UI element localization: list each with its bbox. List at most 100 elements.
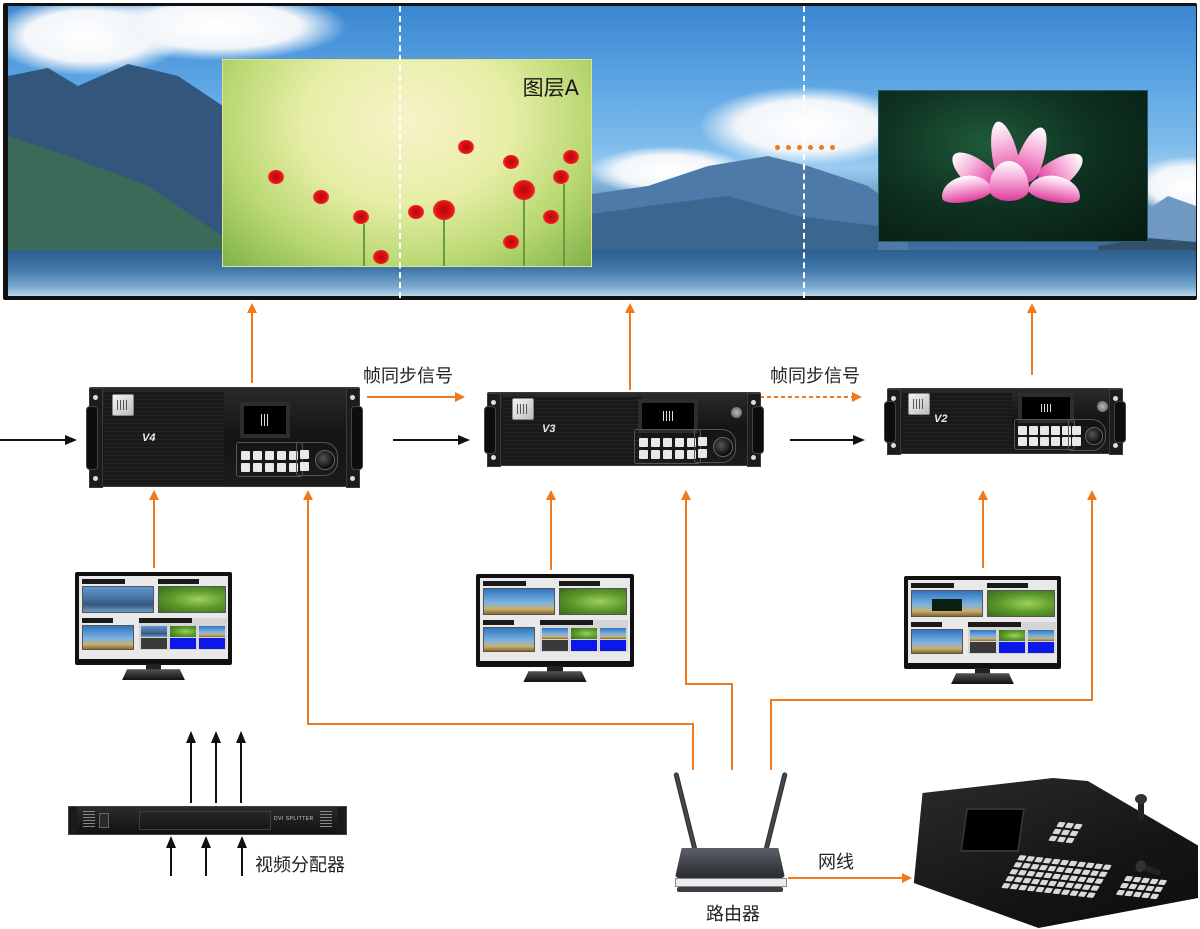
poppy	[313, 190, 329, 204]
menu-panel	[296, 442, 338, 476]
segment-divider	[803, 6, 805, 298]
continuation-dots	[775, 145, 835, 150]
rack-ear	[69, 807, 77, 834]
monitor-stand	[951, 673, 1014, 684]
poppy	[553, 170, 569, 184]
poppy	[433, 200, 455, 220]
processor-v2[interactable]: V2	[884, 388, 1126, 455]
thumb	[141, 638, 167, 649]
network-wire-v3	[681, 490, 733, 770]
menu-key[interactable]	[300, 450, 309, 459]
menu-key[interactable]	[698, 449, 707, 458]
pane-title	[483, 581, 527, 586]
thumb	[170, 626, 196, 637]
pane-title	[483, 620, 515, 625]
menu-key[interactable]	[1072, 426, 1081, 435]
menu-key[interactable]	[1072, 437, 1081, 446]
rack-handle	[884, 400, 896, 444]
pane-title	[82, 618, 114, 623]
preview-pane	[158, 586, 226, 613]
monitor-stand	[523, 671, 587, 682]
jog-knob[interactable]	[1085, 427, 1103, 445]
console-body	[913, 778, 1198, 928]
vent	[320, 811, 332, 829]
function-keypad[interactable]	[236, 442, 303, 477]
poppy	[353, 210, 369, 224]
menu-key[interactable]	[300, 462, 309, 471]
antenna	[763, 771, 788, 853]
poppy	[408, 205, 424, 219]
cloud	[88, 6, 348, 61]
thumb	[999, 630, 1025, 641]
video-splitter[interactable]: DVI SPLITTER	[68, 806, 347, 835]
rack-handle	[752, 405, 764, 455]
thumb	[970, 642, 996, 653]
processor-v3[interactable]: V3	[484, 392, 764, 467]
power-button[interactable]	[1097, 401, 1108, 412]
joystick[interactable]	[1135, 794, 1147, 820]
rack-ear	[338, 807, 346, 834]
sync-signal-label: 帧同步信号	[363, 366, 453, 387]
power-button[interactable]	[731, 407, 742, 418]
input-selected-pane	[82, 625, 134, 650]
lcd-display	[240, 402, 290, 438]
thumb	[199, 626, 225, 637]
lotus-petal	[989, 161, 1029, 201]
led-wall-screen: 图层A	[8, 6, 1196, 296]
router[interactable]	[673, 770, 788, 895]
pane-title	[968, 622, 1021, 627]
pane-title	[82, 579, 126, 584]
thumb	[571, 628, 597, 639]
network-wire-v4	[303, 490, 694, 770]
layer-a-label: 图层A	[522, 76, 579, 100]
router-front-panel	[675, 878, 787, 887]
model-label: V2	[934, 413, 948, 425]
router-base	[677, 887, 783, 892]
poppy	[563, 150, 579, 164]
thumb	[1028, 642, 1054, 653]
function-keypad[interactable]	[634, 429, 701, 464]
rack-handle	[484, 405, 496, 455]
lake-reflection	[8, 250, 1196, 296]
antenna	[673, 771, 698, 853]
menu-key[interactable]	[698, 437, 707, 446]
network-cable-label: 网线	[818, 852, 854, 873]
jog-knob[interactable]	[315, 450, 335, 470]
preview-pane	[987, 590, 1055, 617]
jog-knob[interactable]	[713, 437, 733, 457]
program-pane	[483, 588, 555, 615]
poppy	[268, 170, 284, 184]
poppy	[513, 180, 535, 200]
stem	[363, 224, 365, 266]
thumb	[571, 640, 597, 651]
thumb	[600, 640, 626, 651]
layer-a-window: 图层A	[222, 59, 592, 267]
splitter-brand: DVI SPLITTER	[274, 816, 314, 822]
processor-v4[interactable]: V4	[86, 387, 363, 488]
input-selected-pane	[911, 629, 963, 654]
vent	[83, 811, 95, 829]
function-keypad[interactable]	[1014, 419, 1075, 450]
pane-title	[540, 620, 593, 625]
splitter-label: 视频分配器	[255, 855, 345, 876]
poppy	[373, 250, 389, 264]
brand-logo	[512, 398, 534, 420]
brand-logo	[112, 394, 134, 416]
preview-monitor-v3	[476, 574, 634, 682]
mountain-range	[8, 64, 1196, 256]
control-console[interactable]	[908, 778, 1200, 928]
lcd-display	[638, 399, 698, 433]
stem	[443, 220, 445, 266]
power-switch[interactable]	[99, 813, 109, 828]
thumb	[542, 628, 568, 639]
pane-title	[911, 583, 955, 588]
network-wire-v2	[770, 490, 1097, 770]
menu-panel	[694, 429, 736, 463]
poppy	[458, 140, 474, 154]
poppy	[503, 235, 519, 249]
console-screen	[959, 808, 1026, 852]
stem	[523, 200, 525, 266]
model-label: V3	[542, 423, 556, 435]
router-body	[675, 848, 785, 878]
pane-title	[139, 618, 192, 623]
